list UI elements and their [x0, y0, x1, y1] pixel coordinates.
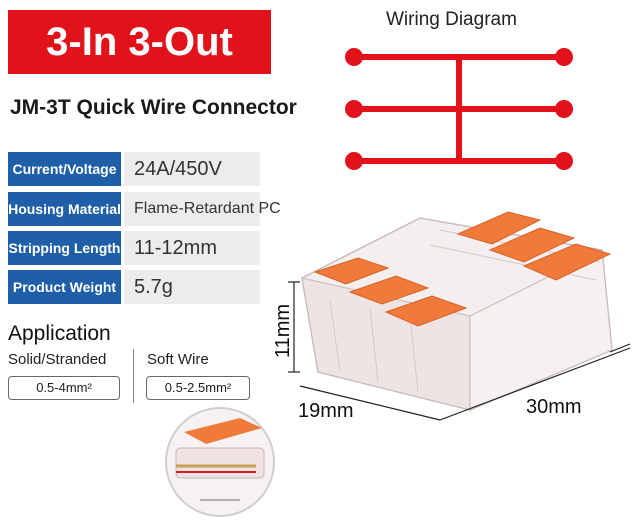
spec-value: 11-12mm [124, 231, 260, 265]
solid-stranded-label: Solid/Stranded [8, 351, 107, 368]
spec-row-product-weight: Product Weight 5.7g [8, 270, 260, 304]
title-banner: 3-In 3-Out [8, 10, 271, 74]
lever-back-3 [522, 243, 612, 281]
soft-wire-range: 0.5-2.5mm² [146, 376, 250, 400]
product-name: JM-3T Quick Wire Connector [10, 96, 297, 119]
lever-back-1 [456, 211, 542, 245]
wiring-diagram-title: Wiring Diagram [386, 9, 517, 30]
spec-row-housing-material: Housing Material Flame-Retardant PC [8, 192, 281, 226]
spec-label: Housing Material [8, 192, 121, 226]
lever-back-2 [488, 227, 576, 263]
spec-label: Product Weight [8, 270, 121, 304]
soft-wire-label: Soft Wire [147, 351, 209, 368]
spec-value: Flame-Retardant PC [124, 192, 281, 226]
spec-row-current-voltage: Current/Voltage 24A/450V [8, 152, 260, 186]
application-divider [133, 349, 134, 403]
application-title: Application [8, 322, 111, 345]
lever-front-2 [348, 275, 430, 305]
spec-value: 24A/450V [124, 152, 260, 186]
spec-label: Current/Voltage [8, 152, 121, 186]
lever-front-3 [384, 295, 468, 327]
spec-row-stripping-length: Stripping Length 11-12mm [8, 231, 260, 265]
spec-value: 5.7g [124, 270, 260, 304]
dimension-width: 30mm [526, 396, 582, 418]
solid-stranded-range: 0.5-4mm² [8, 376, 120, 400]
lever-front-1 [313, 257, 390, 285]
spec-label: Stripping Length [8, 231, 121, 265]
dimension-depth: 19mm [298, 400, 354, 422]
